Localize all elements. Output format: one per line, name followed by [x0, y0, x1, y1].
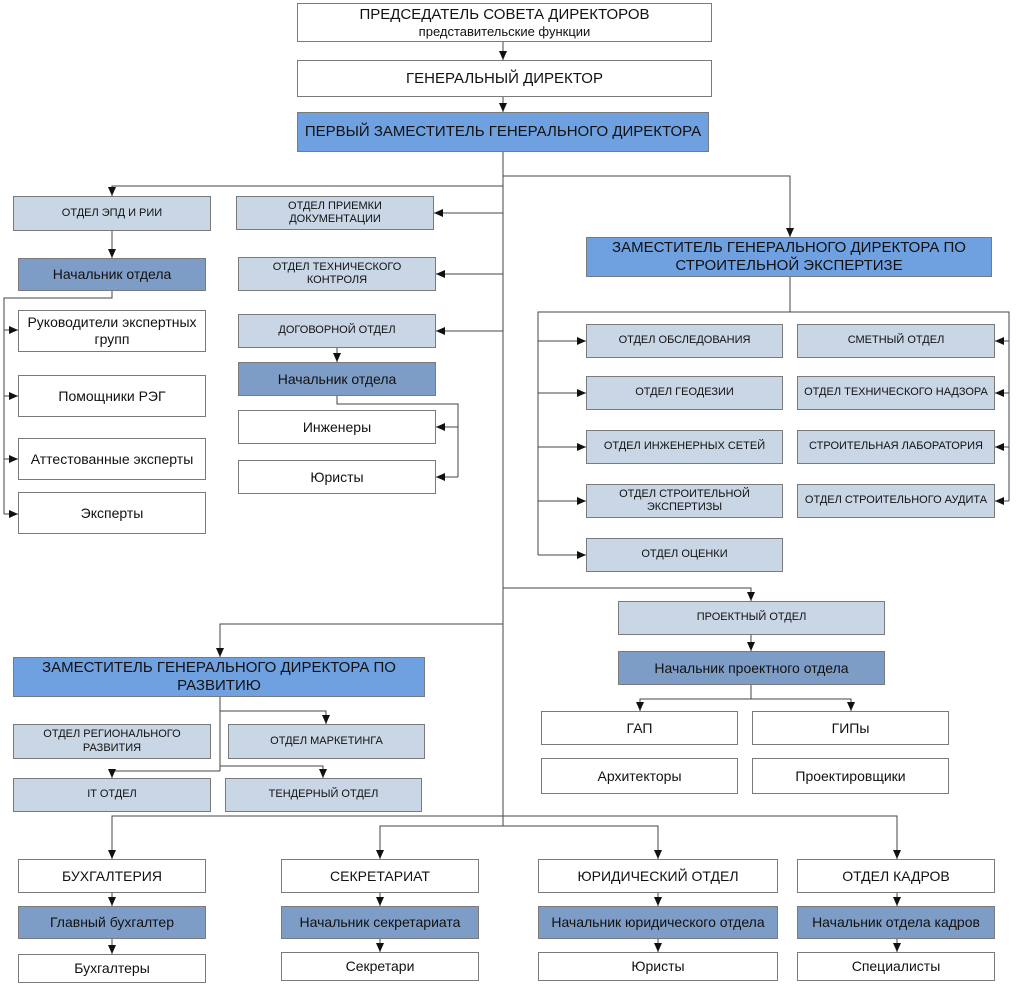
construction-audit-dept-box: ОТДЕЛ СТРОИТЕЛЬНОГО АУДИТА	[797, 484, 995, 518]
chief-accountant-box: Главный бухгалтер	[18, 906, 206, 939]
hr-dept-box: ОТДЕЛ КАДРОВ	[797, 859, 995, 893]
chairman-box: ПРЕДСЕДАТЕЛЬ СОВЕТА ДИРЕКТОРОВ представи…	[297, 3, 712, 42]
estimate-dept-box: СМЕТНЫЙ ОТДЕЛ	[797, 324, 995, 358]
expert-group-leaders-box: Руководители экспертных групп	[18, 310, 206, 352]
construction-deputy-box: ЗАМЕСТИТЕЛЬ ГЕНЕРАЛЬНОГО ДИРЕКТОРА ПО СТ…	[586, 237, 992, 277]
connector-arrow	[503, 175, 794, 237]
connector-arrow	[108, 769, 220, 778]
connector-arrow	[636, 685, 752, 711]
epd-dept-box: ОТДЕЛ ЭПД И РИИ	[13, 196, 211, 231]
connector-arrow	[216, 623, 503, 657]
engineers-box: Инженеры	[238, 410, 436, 444]
connector-arrow	[108, 815, 503, 859]
legal-dept-box: ЮРИДИЧЕСКИЙ ОТДЕЛ	[538, 859, 778, 893]
geodesy-dept-box: ОТДЕЛ ГЕОДЕЗИИ	[586, 376, 783, 410]
chairman-subtitle: представительские функции	[418, 23, 591, 39]
legal-head-box: Начальник юридического отдела	[538, 906, 778, 939]
designers-box: Проектировщики	[752, 758, 949, 794]
construction-lab-box: СТРОИТЕЛЬНАЯ ЛАБОРАТОРИЯ	[797, 430, 995, 464]
construction-expertise-dept-box: ОТДЕЛ СТРОИТЕЛЬНОЙ ЭКСПЕРТИЗЫ	[586, 484, 783, 518]
chairman-title: ПРЕДСЕДАТЕЛЬ СОВЕТА ДИРЕКТОРОВ	[359, 5, 650, 23]
contract-dept-box: ДОГОВОРНОЙ ОТДЕЛ	[238, 314, 436, 348]
accountants-box: Бухгалтеры	[18, 954, 206, 983]
contract-lawyers-box: Юристы	[238, 460, 436, 494]
development-deputy-box: ЗАМЕСТИТЕЛЬ ГЕНЕРАЛЬНОГО ДИРЕКТОРА ПО РА…	[13, 657, 425, 697]
marketing-dept-box: ОТДЕЛ МАРКЕТИНГА	[228, 724, 425, 759]
secretaries-box: Секретари	[281, 952, 479, 981]
connector-arrow	[751, 698, 855, 711]
tender-dept-box: ТЕНДЕРНЫЙ ОТДЕЛ	[225, 778, 422, 812]
connector-arrow	[503, 815, 901, 859]
reg-assistants-box: Помощники РЭГ	[18, 375, 206, 417]
project-head-box: Начальник проектного отдела	[618, 651, 885, 685]
secretariat-head-box: Начальник секретариата	[281, 906, 479, 939]
experts-box: Эксперты	[18, 492, 206, 534]
architects-box: Архитекторы	[541, 758, 738, 794]
hr-head-box: Начальник отдела кадров	[797, 906, 995, 939]
project-dept-box: ПРОЕКТНЫЙ ОТДЕЛ	[618, 601, 885, 635]
first-deputy-box: ПЕРВЫЙ ЗАМЕСТИТЕЛЬ ГЕНЕРАЛЬНОГО ДИРЕКТОР…	[297, 112, 709, 152]
utilities-dept-box: ОТДЕЛ ИНЖЕНЕРНЫХ СЕТЕЙ	[586, 430, 783, 464]
docs-dept-box: ОТДЕЛ ПРИЕМКИ ДОКУМЕНТАЦИИ	[236, 196, 434, 230]
connector-arrow	[220, 765, 327, 778]
legal-lawyers-box: Юристы	[538, 952, 778, 981]
regional-dept-box: ОТДЕЛ РЕГИОНАЛЬНОГО РАЗВИТИЯ	[13, 724, 211, 759]
connector-arrow	[503, 587, 755, 601]
epd-head-box: Начальник отдела	[18, 258, 206, 291]
connector-arrow	[220, 710, 330, 724]
tech-supervision-dept-box: ОТДЕЛ ТЕХНИЧЕСКОГО НАДЗОРА	[797, 376, 995, 410]
it-dept-box: IT ОТДЕЛ	[13, 778, 211, 812]
survey-dept-box: ОТДЕЛ ОБСЛЕДОВАНИЯ	[586, 324, 783, 358]
connector-arrow	[376, 825, 503, 859]
general-director-box: ГЕНЕРАЛЬНЫЙ ДИРЕКТОР	[297, 60, 712, 97]
secretariat-dept-box: СЕКРЕТАРИАТ	[281, 859, 479, 893]
certified-experts-box: Аттестованные эксперты	[18, 438, 206, 480]
contract-head-box: Начальник отдела	[238, 362, 436, 396]
appraisal-dept-box: ОТДЕЛ ОЦЕНКИ	[586, 538, 783, 572]
gap-box: ГАП	[541, 711, 738, 745]
accounting-dept-box: БУХГАЛТЕРИЯ	[18, 859, 206, 893]
gips-box: ГИПы	[752, 711, 949, 745]
hr-specialists-box: Специалисты	[797, 952, 995, 981]
tech-control-dept-box: ОТДЕЛ ТЕХНИЧЕСКОГО КОНТРОЛЯ	[238, 257, 436, 291]
connector-arrow	[503, 825, 662, 859]
connector-arrow	[108, 185, 503, 196]
